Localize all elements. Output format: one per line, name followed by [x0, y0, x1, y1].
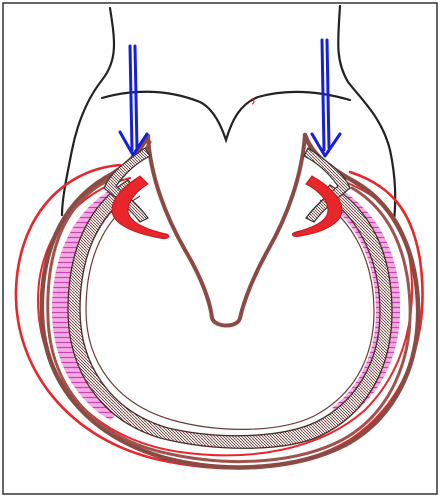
diagram-frame	[0, 0, 441, 497]
hoof-diagram	[0, 0, 441, 497]
